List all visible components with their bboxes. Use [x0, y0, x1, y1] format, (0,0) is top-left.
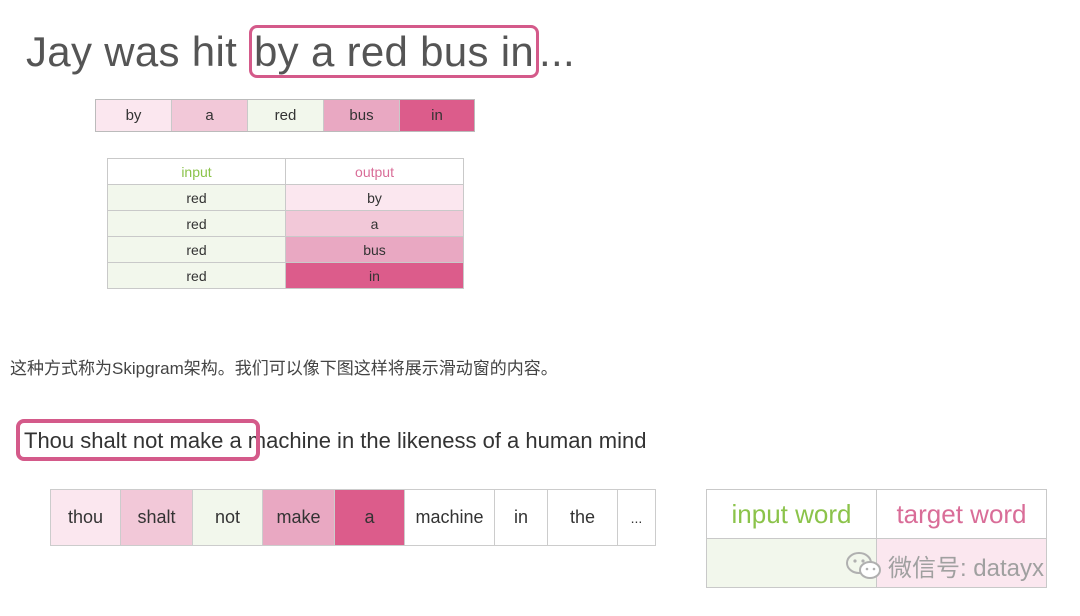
- sentence-token: make: [263, 490, 335, 545]
- sentence-token: in: [495, 490, 548, 545]
- sliding-window-highlight: [16, 419, 260, 461]
- target-word-header: target word: [876, 489, 1047, 539]
- sentence-token: not: [193, 490, 263, 545]
- input-word-header: input word: [706, 489, 877, 539]
- output-cell: bus: [285, 236, 464, 263]
- sentence-token: the: [548, 490, 618, 545]
- window-token: in: [400, 100, 474, 131]
- input-cell: red: [107, 236, 286, 263]
- sentence-token: shalt: [121, 490, 193, 545]
- window-token: bus: [324, 100, 400, 131]
- headline-sentence: Jay was hit by a red bus in...: [26, 25, 575, 78]
- input-cell: red: [107, 184, 286, 211]
- headline-suffix: ...: [539, 28, 575, 75]
- caption-text: 这种方式称为Skipgram架构。我们可以像下图这样将展示滑动窗的内容。: [10, 359, 558, 378]
- input-cell: red: [107, 210, 286, 237]
- window-token: by: [96, 100, 172, 131]
- watermark: 微信号: datayx: [845, 548, 1044, 583]
- table-header-row: input output: [107, 158, 464, 185]
- watermark-text: 微信号: datayx: [887, 555, 1044, 582]
- window-token: red: [248, 100, 324, 131]
- sentence-token: a: [335, 490, 405, 545]
- table-row: [706, 538, 1047, 588]
- headline-prefix: Jay was hit: [26, 28, 250, 75]
- output-cell: in: [285, 262, 464, 289]
- wechat-icon: [845, 551, 881, 579]
- headline-window-highlight: by a red bus in: [249, 25, 540, 78]
- input-word-cell: [706, 538, 877, 588]
- output-column-header: output: [285, 158, 464, 185]
- input-target-table: input word target word: [706, 489, 1047, 588]
- input-cell: red: [107, 262, 286, 289]
- window-token: a: [172, 100, 248, 131]
- output-cell: by: [285, 184, 464, 211]
- input-column-header: input: [107, 158, 286, 185]
- target-word-cell: [876, 538, 1047, 588]
- output-cell: a: [285, 210, 464, 237]
- sentence-token: machine: [405, 490, 495, 545]
- sentence-token: thou: [51, 490, 121, 545]
- table-header-row: input word target word: [706, 489, 1047, 539]
- sentence-token: ...: [618, 490, 655, 545]
- example-sentence: Thou shalt not make a machine in the lik…: [24, 428, 647, 453]
